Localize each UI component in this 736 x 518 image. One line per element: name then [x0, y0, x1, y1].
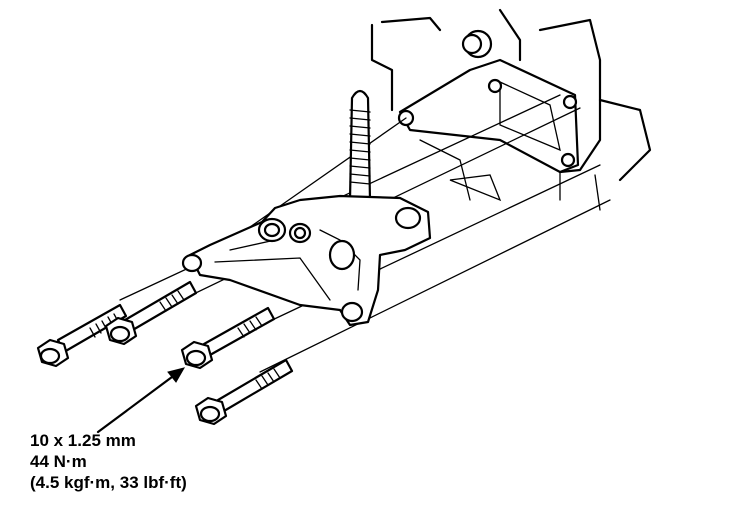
torque-nm-label: 44 N·m	[30, 452, 87, 471]
main-bracket	[181, 194, 432, 327]
bolt-size-label: 10 x 1.25 mm	[30, 431, 136, 450]
bolt-3	[180, 306, 276, 370]
rear-bracket	[397, 58, 580, 174]
bolt-4	[194, 358, 294, 426]
bolt-1	[36, 303, 128, 368]
engine-block	[370, 8, 652, 211]
torque-spec-callout: 10 x 1.25 mm 44 N·m (4.5 kgf·m, 33 lbf·f…	[30, 430, 187, 493]
stud	[348, 89, 372, 202]
bolt-2	[104, 280, 198, 346]
leader-arrow	[96, 367, 186, 434]
torque-alt-label: (4.5 kgf·m, 33 lbf·ft)	[30, 473, 187, 492]
